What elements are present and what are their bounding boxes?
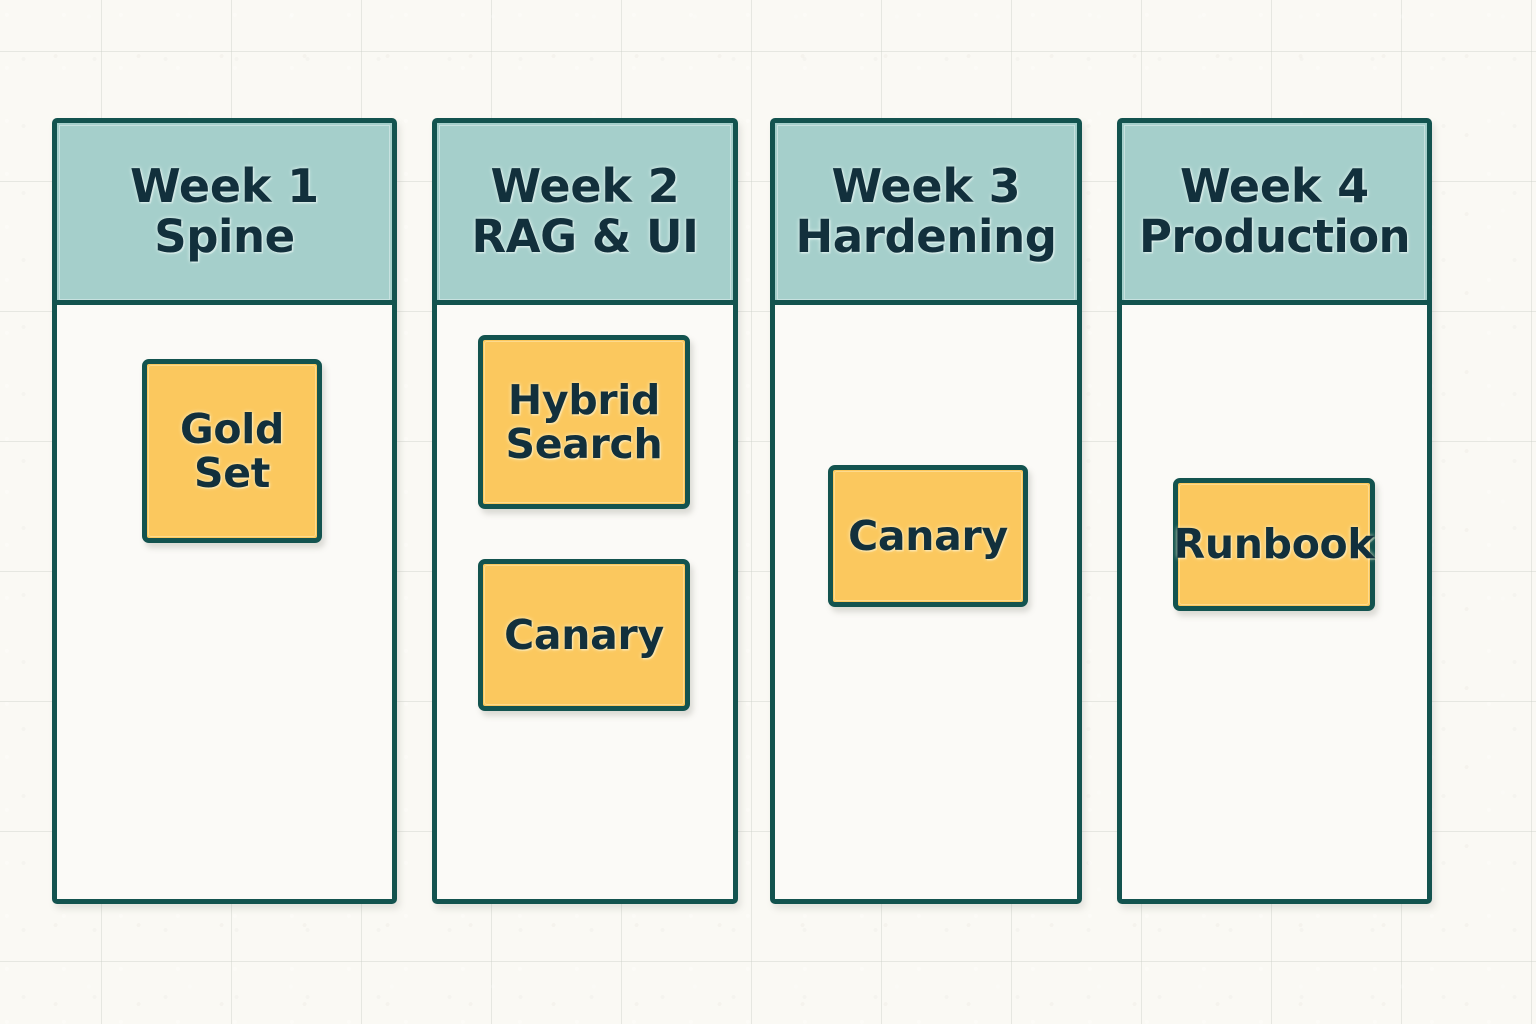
- column-theme-label: RAG & UI: [471, 209, 699, 263]
- column-header-week-2: Week 2 RAG & UI: [437, 123, 733, 305]
- card-label-line-1: Hybrid: [507, 375, 661, 424]
- card-canary-week-3[interactable]: Canary: [828, 465, 1028, 607]
- column-week-3[interactable]: Week 3 Hardening Canary: [770, 118, 1082, 904]
- column-week-label: Week 1: [130, 158, 319, 213]
- card-label-line-1: Runbook: [1173, 520, 1375, 569]
- card-label-line-2: Set: [193, 449, 271, 497]
- card-label-line-1: Canary: [848, 511, 1008, 560]
- card-gold-set[interactable]: Gold Set: [142, 359, 322, 543]
- card-hybrid-search[interactable]: Hybrid Search: [478, 335, 690, 509]
- column-header-week-4: Week 4 Production: [1122, 123, 1427, 305]
- card-label-line-2: Search: [505, 420, 663, 468]
- column-week-label: Week 4: [1180, 158, 1369, 213]
- column-theme-label: Production: [1139, 209, 1411, 263]
- column-header-week-1: Week 1 Spine: [57, 123, 392, 305]
- column-week-label: Week 3: [831, 158, 1021, 213]
- column-theme-label: Spine: [154, 209, 295, 263]
- column-body-week-4: Runbook: [1122, 305, 1427, 899]
- column-week-2[interactable]: Week 2 RAG & UI Hybrid Search Canary: [432, 118, 738, 904]
- column-body-week-1: Gold Set: [57, 305, 392, 899]
- column-week-4[interactable]: Week 4 Production Runbook: [1117, 118, 1432, 904]
- card-runbook[interactable]: Runbook: [1173, 478, 1375, 611]
- column-week-1[interactable]: Week 1 Spine Gold Set: [52, 118, 397, 904]
- column-header-week-3: Week 3 Hardening: [775, 123, 1077, 305]
- column-theme-label: Hardening: [795, 209, 1057, 263]
- card-label-line-1: Canary: [504, 610, 664, 659]
- column-week-label: Week 2: [490, 158, 680, 213]
- card-label-line-1: Gold: [179, 404, 285, 453]
- column-body-week-2: Hybrid Search Canary: [437, 305, 733, 899]
- card-canary-week-2[interactable]: Canary: [478, 559, 690, 711]
- column-body-week-3: Canary: [775, 305, 1077, 899]
